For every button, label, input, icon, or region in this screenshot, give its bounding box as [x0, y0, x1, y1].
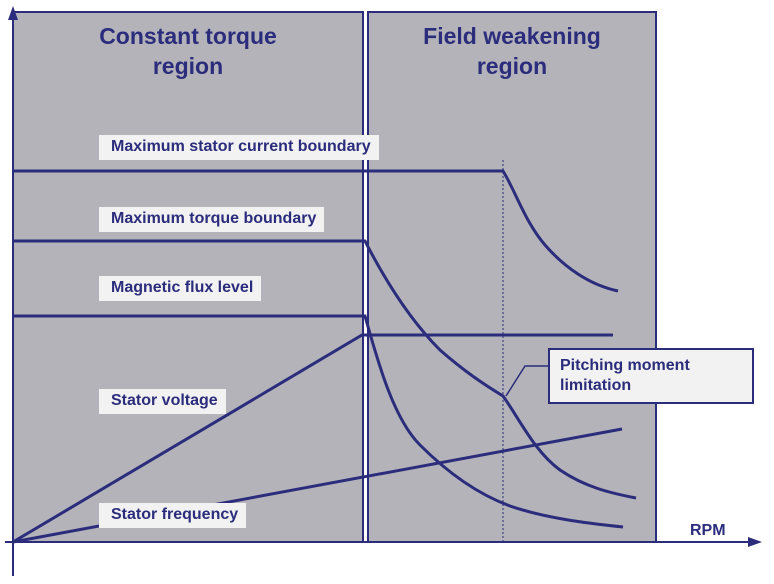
callout-line1: Pitching moment: [560, 357, 690, 374]
x-axis-arrow: [748, 537, 762, 547]
y-axis-arrow: [8, 6, 18, 20]
field-weakening-region-title: Field weakening region: [368, 21, 656, 81]
stator-frequency-label: Stator frequency: [99, 503, 247, 528]
callout-line2: limitation: [560, 377, 632, 394]
constant-torque-region-title: Constant torque region: [13, 21, 363, 81]
magnetic-flux-curve: [13, 314, 624, 529]
stator-voltage-curve: [12, 333, 613, 544]
field-weakening-title-line2: region: [476, 53, 548, 79]
constant-torque-title-line2: region: [152, 53, 224, 79]
field-weakening-region-panel: [367, 11, 657, 543]
magnetic-flux-label: Magnetic flux level: [99, 276, 262, 301]
field-weakening-title-line1: Field weakening: [423, 23, 601, 49]
stator-voltage-label: Stator voltage: [99, 389, 226, 414]
x-axis-label: RPM: [690, 522, 726, 539]
constant-torque-title-line1: Constant torque: [99, 23, 277, 49]
pitching-moment-callout: Pitching moment limitation: [548, 348, 754, 404]
callout-leader-line: [505, 365, 548, 397]
max-stator-current-label: Maximum stator current boundary: [99, 135, 379, 160]
max-stator-current-curve: [13, 169, 619, 293]
max-torque-label: Maximum torque boundary: [99, 207, 325, 232]
max-torque-curve: [13, 239, 637, 500]
